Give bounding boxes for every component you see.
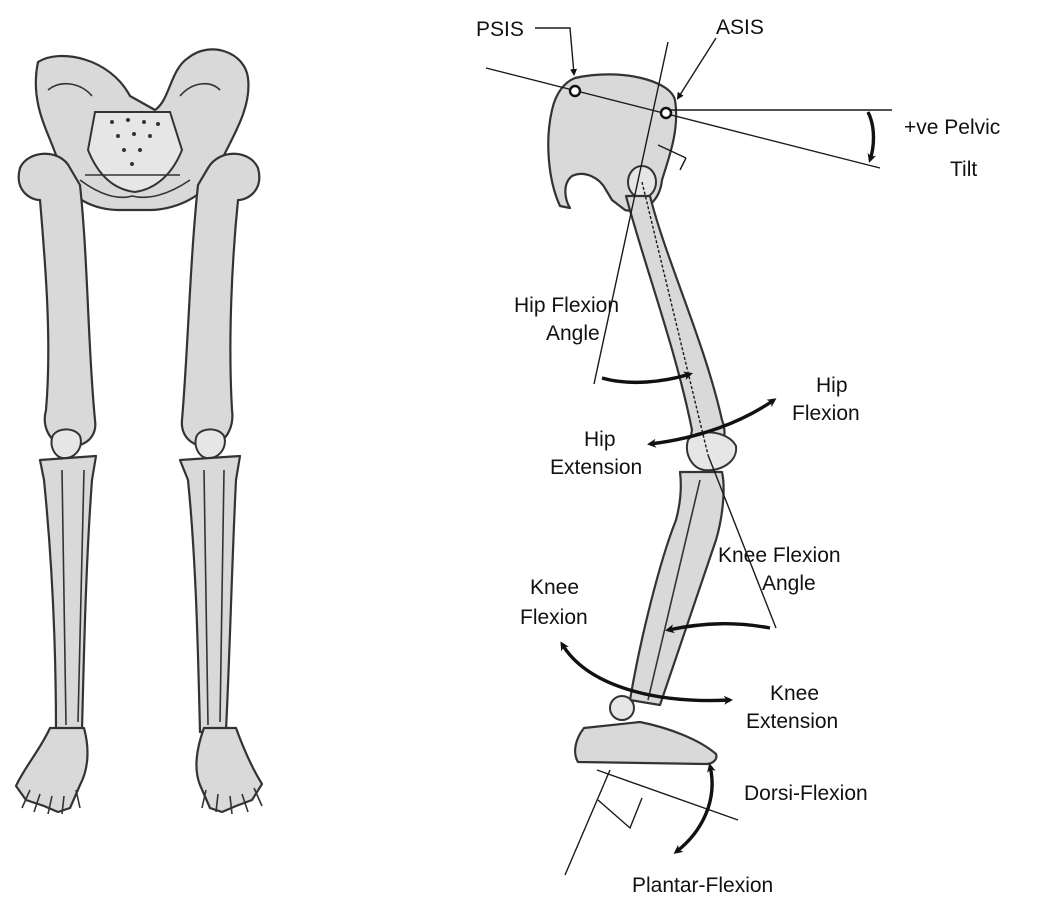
foot-plane-line xyxy=(597,770,738,820)
pelvic-tilt-label-line2: Tilt xyxy=(950,158,977,181)
tibia-lateral xyxy=(630,472,724,705)
dorsi-flexion-label: Dorsi-Flexion xyxy=(744,782,868,805)
pelvic-tilt-label-line1: +ve Pelvic xyxy=(904,116,1000,139)
asis-label: ASIS xyxy=(716,16,764,39)
psis-pointer-arrow xyxy=(535,28,574,74)
plantar-flexion-label: Plantar-Flexion xyxy=(632,874,773,897)
femur-extension-line xyxy=(708,455,776,628)
front-skeleton-illustration xyxy=(16,49,262,814)
hip-flexion-label-line1: Hip xyxy=(816,374,848,397)
asis-marker xyxy=(661,108,671,118)
lateral-leg-illustration xyxy=(486,28,892,875)
shank-extension-line xyxy=(565,770,610,875)
knee-extension-label-line1: Knee xyxy=(770,682,819,705)
tibia-fibula-left xyxy=(40,456,96,732)
ankle-motion-arc xyxy=(676,766,712,852)
knee-extension-label-line2: Extension xyxy=(746,710,838,733)
foot-lateral xyxy=(575,696,716,764)
hip-extension-label-line1: Hip xyxy=(584,428,616,451)
knee-flexion-label-line1: Knee xyxy=(530,576,579,599)
hip-flexion-angle-arc xyxy=(602,374,690,382)
right-angle-mark-foot xyxy=(598,798,642,828)
knee-right xyxy=(195,429,224,458)
hip-flexion-label-line2: Flexion xyxy=(792,402,860,425)
hip-extension-label-line2: Extension xyxy=(550,456,642,479)
psis-label: PSIS xyxy=(476,18,524,41)
hip-flexion-angle-label-line2: Angle xyxy=(546,322,600,345)
knee-flexion-angle-label-line1: Knee Flexion xyxy=(718,544,841,567)
hip-flexion-angle-label-line1: Hip Flexion xyxy=(514,294,619,317)
psis-marker xyxy=(570,86,580,96)
pelvic-plane-line xyxy=(486,68,880,168)
foot-right xyxy=(197,728,262,814)
foot-left xyxy=(16,728,87,814)
knee-flexion-label-line2: Flexion xyxy=(520,606,588,629)
right-angle-mark-pelvis-2 xyxy=(680,158,686,170)
ankle-joint xyxy=(610,696,634,720)
asis-pointer-arrow xyxy=(678,38,716,98)
knee-flexion-angle-label-line2: Angle xyxy=(762,572,816,595)
knee-left xyxy=(51,429,80,458)
pelvic-tilt-arrow xyxy=(868,112,874,160)
tibia-fibula-right xyxy=(180,456,240,732)
